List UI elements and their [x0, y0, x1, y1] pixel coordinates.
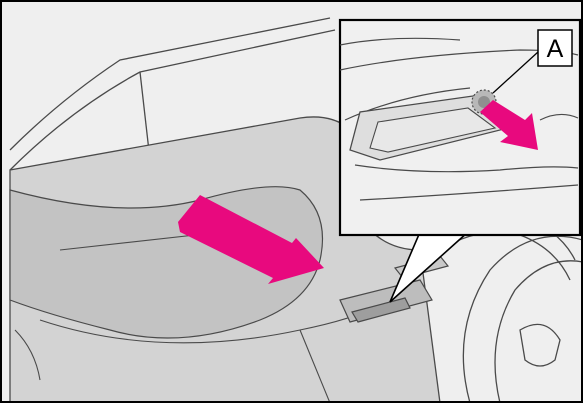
callout-label: A [547, 35, 564, 63]
detail-inset: A [340, 20, 580, 235]
